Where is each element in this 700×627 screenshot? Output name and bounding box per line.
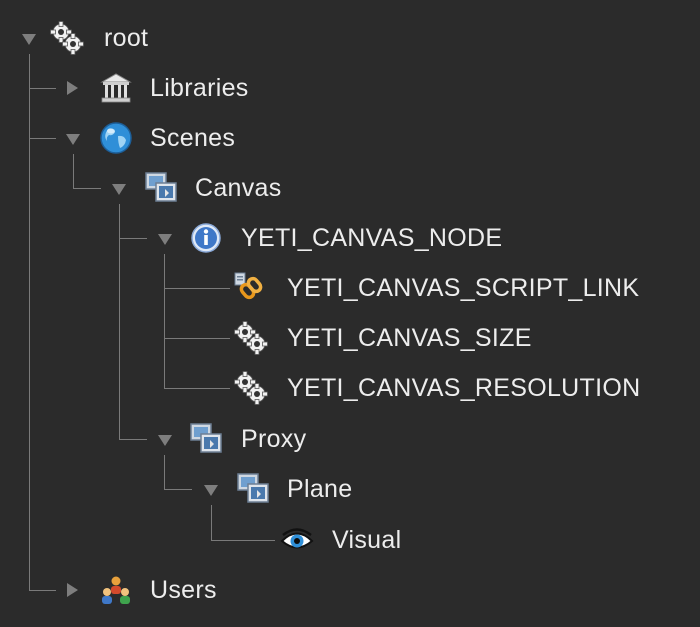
tree-connector	[29, 138, 56, 139]
chevron-right-icon	[66, 583, 78, 597]
canvas-node-icon	[235, 471, 271, 507]
tree-node-canvas-resolution[interactable]: YETI_CANVAS_RESOLUTION	[0, 368, 700, 408]
tree-connector	[164, 254, 165, 388]
tree-node-proxy[interactable]: Proxy	[0, 419, 700, 459]
tree-connector	[164, 288, 230, 289]
expand-toggle[interactable]	[21, 31, 37, 47]
tree-connector	[164, 338, 230, 339]
chevron-down-icon	[158, 233, 172, 245]
tree-node-visual[interactable]: Visual	[0, 520, 700, 560]
tree-node-root[interactable]: root	[0, 18, 700, 58]
tree-node-users[interactable]: Users	[0, 570, 700, 610]
chevron-right-icon	[66, 81, 78, 95]
tree-connector	[119, 238, 147, 239]
tree-connector	[29, 88, 56, 89]
gears-icon	[233, 370, 269, 406]
tree-connector	[164, 388, 230, 389]
expand-toggle[interactable]	[157, 231, 173, 247]
tree-node-label: root	[104, 24, 149, 52]
chevron-down-icon	[22, 33, 36, 45]
tree-node-script-link[interactable]: YETI_CANVAS_SCRIPT_LINK	[0, 268, 700, 308]
expand-toggle[interactable]	[65, 131, 81, 147]
tree-node-plane[interactable]: Plane	[0, 469, 700, 509]
script-link-icon	[232, 270, 268, 306]
tree-node-label: Proxy	[241, 425, 307, 453]
tree-node-label: YETI_CANVAS_RESOLUTION	[287, 374, 641, 402]
tree-connector	[29, 54, 30, 590]
chevron-down-icon	[158, 434, 172, 446]
tree-connector	[211, 505, 212, 540]
gears-icon	[233, 320, 269, 356]
tree-connector	[164, 489, 192, 490]
gears-icon	[49, 20, 85, 56]
canvas-node-icon	[143, 170, 179, 206]
tree-connector	[164, 455, 165, 489]
tree-node-yeti-canvas-node[interactable]: YETI_CANVAS_NODE	[0, 218, 700, 258]
info-icon	[188, 220, 224, 256]
expand-toggle[interactable]	[64, 80, 80, 96]
tree-node-label: Canvas	[195, 174, 282, 202]
tree-connector	[73, 188, 101, 189]
canvas-node-icon	[188, 421, 224, 457]
chevron-down-icon	[112, 183, 126, 195]
tree-node-label: YETI_CANVAS_NODE	[241, 224, 503, 252]
tree-node-label: Visual	[332, 526, 402, 554]
library-building-icon	[98, 70, 134, 106]
tree-node-libraries[interactable]: Libraries	[0, 68, 700, 108]
tree-node-canvas-size[interactable]: YETI_CANVAS_SIZE	[0, 318, 700, 358]
tree-connector	[211, 540, 275, 541]
eye-icon	[279, 522, 315, 558]
tree-node-label: YETI_CANVAS_SIZE	[287, 324, 532, 352]
tree-node-label: Plane	[287, 475, 353, 503]
globe-icon	[98, 120, 134, 156]
tree-node-scenes[interactable]: Scenes	[0, 118, 700, 158]
expand-toggle[interactable]	[157, 432, 173, 448]
chevron-down-icon	[66, 133, 80, 145]
expand-toggle[interactable]	[203, 482, 219, 498]
tree-node-label: Users	[150, 576, 217, 604]
expand-toggle[interactable]	[64, 582, 80, 598]
tree-node-label: Scenes	[150, 124, 236, 152]
tree-connector	[119, 439, 147, 440]
chevron-down-icon	[204, 484, 218, 496]
users-icon	[98, 572, 134, 608]
tree-node-label: YETI_CANVAS_SCRIPT_LINK	[287, 274, 640, 302]
tree-connector	[73, 154, 74, 188]
tree-node-canvas[interactable]: Canvas	[0, 168, 700, 208]
tree-node-label: Libraries	[150, 74, 249, 102]
tree-connector	[29, 590, 56, 591]
tree-connector	[119, 204, 120, 439]
expand-toggle[interactable]	[111, 181, 127, 197]
